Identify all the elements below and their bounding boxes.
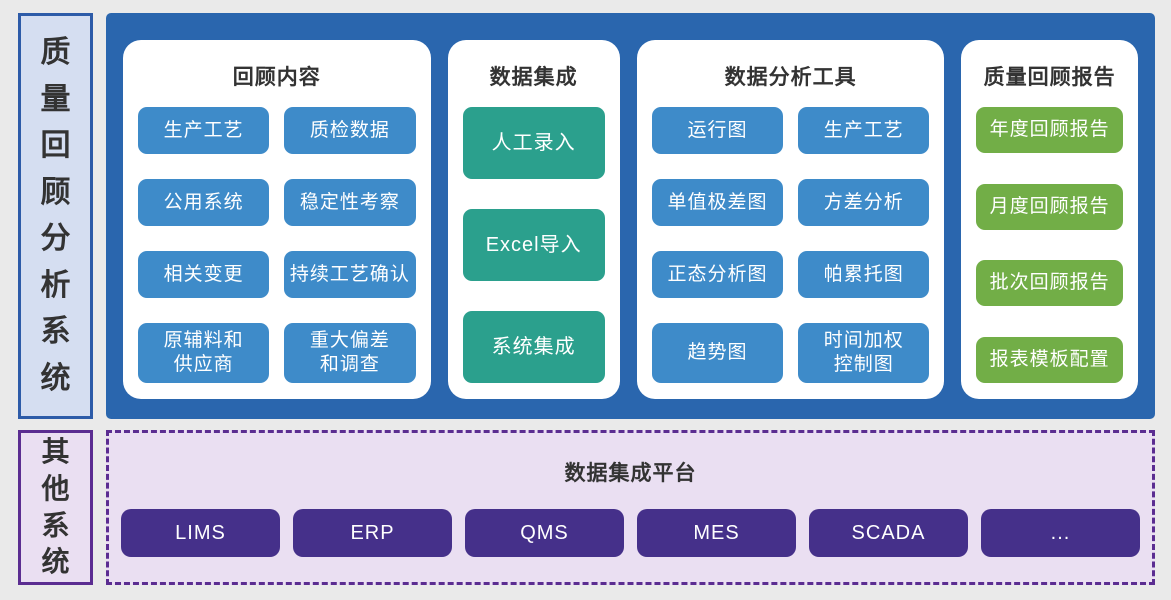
diagram-node: 时间加权 控制图 [798, 323, 930, 383]
diagram-node: 原辅料和 供应商 [138, 323, 270, 383]
diagram-node: 报表模板配置 [976, 336, 1123, 383]
diagram-node: 相关变更 [138, 251, 270, 298]
diagram-node: 重大偏差 和调查 [284, 323, 416, 383]
quality-review-system-container: 回顾内容 生产工艺 质检数据 公用系统 稳定性考察 相关变更 持续工艺确认 原辅… [106, 13, 1155, 419]
other-systems-label: 其他系统 [18, 430, 93, 585]
panel-review-content: 回顾内容 生产工艺 质检数据 公用系统 稳定性考察 相关变更 持续工艺确认 原辅… [123, 40, 431, 399]
diagram-node: 年度回顾报告 [976, 107, 1123, 153]
review-content-nodes: 生产工艺 质检数据 公用系统 稳定性考察 相关变更 持续工艺确认 原辅料和 供应… [138, 107, 416, 383]
diagram-node: Excel导入 [462, 209, 605, 281]
other-systems-label-text: 其他系统 [41, 435, 70, 578]
diagram-node: 持续工艺确认 [284, 251, 416, 298]
system-node-erp: ERP [293, 509, 452, 557]
diagram-node: 单值极差图 [651, 179, 784, 226]
diagram-node: 生产工艺 [138, 107, 270, 154]
panel-review-reports: 质量回顾报告 年度回顾报告 月度回顾报告 批次回顾报告 报表模板配置 [961, 40, 1138, 399]
review-reports-nodes: 年度回顾报告 月度回顾报告 批次回顾报告 报表模板配置 [976, 107, 1123, 383]
system-node-scada: SCADA [809, 509, 968, 557]
diagram-node: 人工录入 [462, 107, 605, 179]
panel-review-content-title: 回顾内容 [232, 66, 321, 89]
diagram-node: 公用系统 [138, 179, 270, 226]
diagram-node: 生产工艺 [798, 107, 930, 154]
system-node-qms: QMS [465, 509, 624, 557]
diagram-node: 方差分析 [798, 179, 930, 226]
quality-review-system-label-text: 质量回顾分析系统 [40, 36, 71, 395]
data-integration-platform-title: 数据集成平台 [564, 462, 697, 485]
panel-data-integration: 数据集成 人工录入 Excel导入 系统集成 [447, 40, 620, 399]
analysis-tools-nodes: 运行图 生产工艺 单值极差图 方差分析 正态分析图 帕累托图 趋势图 时间加权 … [651, 107, 930, 383]
panel-review-reports-title: 质量回顾报告 [983, 66, 1116, 89]
data-integration-nodes: 人工录入 Excel导入 系统集成 [462, 107, 605, 383]
diagram-node: 质检数据 [284, 107, 416, 154]
diagram-node: 正态分析图 [651, 251, 784, 298]
diagram-node: 趋势图 [651, 323, 784, 383]
diagram-node: 帕累托图 [798, 251, 930, 298]
panel-analysis-tools-title: 数据分析工具 [724, 66, 857, 89]
diagram-node: 稳定性考察 [284, 179, 416, 226]
system-node-more: ... [981, 509, 1140, 557]
quality-review-system-section: 质量回顾分析系统 回顾内容 生产工艺 质检数据 公用系统 稳定性考察 相关变更 … [18, 13, 1155, 419]
system-node-mes: MES [637, 509, 796, 557]
other-systems-section: 其他系统 数据集成平台 LIMS ERP QMS MES SCADA ... [18, 430, 1155, 585]
diagram-node: 运行图 [651, 107, 784, 154]
diagram-node: 批次回顾报告 [976, 260, 1123, 307]
panel-analysis-tools: 数据分析工具 运行图 生产工艺 单值极差图 方差分析 正态分析图 帕累托图 趋势… [636, 40, 945, 399]
data-integration-platform: 数据集成平台 LIMS ERP QMS MES SCADA ... [106, 430, 1155, 585]
external-system-nodes: LIMS ERP QMS MES SCADA ... [121, 509, 1140, 557]
system-node-lims: LIMS [121, 509, 280, 557]
panel-data-integration-title: 数据集成 [489, 66, 578, 89]
diagram-node: 月度回顾报告 [976, 183, 1123, 230]
quality-review-system-label: 质量回顾分析系统 [18, 13, 93, 419]
diagram-node: 系统集成 [462, 311, 605, 383]
